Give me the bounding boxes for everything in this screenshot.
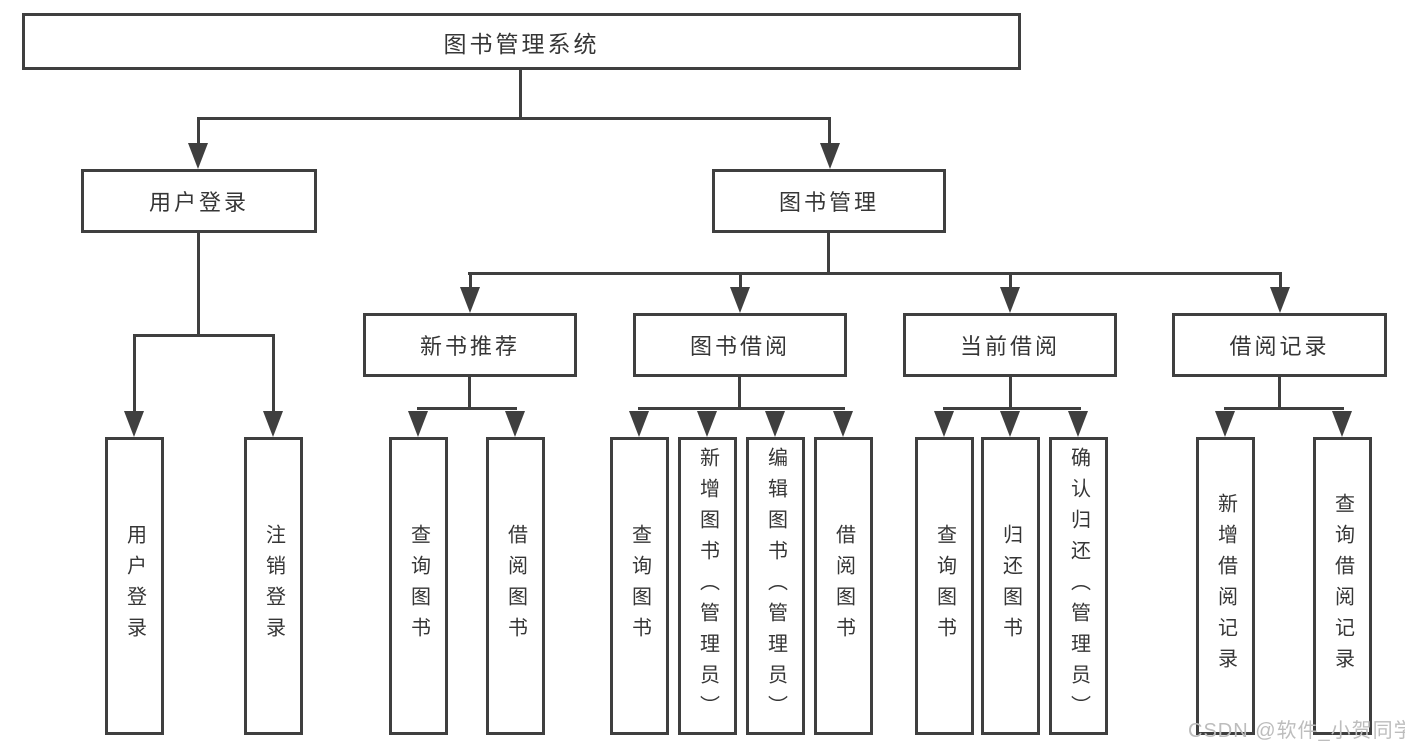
node-label: 查询图书 [933, 524, 956, 648]
connector-vline [738, 377, 741, 409]
connector-vline [1009, 377, 1012, 409]
leaf-recommend-query-books: 查询图书 [389, 437, 448, 735]
node-label: 当前借阅 [959, 334, 1060, 359]
arrow-down-icon [1000, 287, 1020, 313]
connector-vline [1278, 377, 1281, 409]
connector-vline [133, 334, 136, 412]
connector-vline [468, 377, 471, 409]
node-label: 编辑图书（管理员） [764, 446, 787, 726]
node-label: 借阅图书 [504, 524, 527, 648]
node-label: 图书管理系统 [443, 30, 600, 57]
arrow-down-icon [1332, 411, 1352, 437]
leaf-add-borrow-record: 新增借阅记录 [1196, 437, 1255, 735]
node-label: 查询图书 [628, 524, 651, 648]
node-label: 新增借阅记录 [1214, 493, 1237, 679]
leaf-logout: 注销登录 [244, 437, 303, 735]
arrow-down-icon [629, 411, 649, 437]
node-borrow-records: 借阅记录 [1172, 313, 1387, 377]
node-label: 归还图书 [999, 524, 1022, 648]
node-label: 借阅记录 [1229, 334, 1330, 359]
arrow-down-icon [730, 287, 750, 313]
leaf-user-login: 用户登录 [105, 437, 164, 735]
connector-hline [468, 272, 1281, 275]
connector-vline [828, 117, 831, 147]
connector-vline [1279, 272, 1282, 290]
leaf-query-borrow-record: 查询借阅记录 [1313, 437, 1372, 735]
node-label: 借阅图书 [832, 524, 855, 648]
csdn-watermark: CSDN @软件_小贺同学 [1188, 720, 1405, 742]
arrow-down-icon [697, 411, 717, 437]
arrow-down-icon [833, 411, 853, 437]
connector-vline [827, 233, 830, 274]
leaf-add-books-admin: 新增图书（管理员） [678, 437, 737, 735]
arrow-down-icon [124, 411, 144, 437]
connector-vline [469, 272, 472, 290]
leaf-current-query-books: 查询图书 [915, 437, 974, 735]
connector-vline [739, 272, 742, 290]
arrow-down-icon [188, 143, 208, 169]
node-book-management: 图书管理 [712, 169, 946, 233]
arrow-down-icon [1068, 411, 1088, 437]
node-label: 用户登录 [123, 524, 146, 648]
connector-hline [417, 407, 517, 410]
arrow-down-icon [765, 411, 785, 437]
leaf-return-books: 归还图书 [981, 437, 1040, 735]
connector-hline [1224, 407, 1344, 410]
leaf-confirm-return-admin: 确认归还（管理员） [1049, 437, 1108, 735]
node-label: 图书管理 [778, 190, 879, 215]
node-library-system: 图书管理系统 [22, 13, 1021, 70]
arrow-down-icon [1270, 287, 1290, 313]
node-label: 图书借阅 [689, 334, 790, 359]
node-current-borrow: 当前借阅 [903, 313, 1117, 377]
connector-hline [197, 117, 831, 120]
arrow-down-icon [408, 411, 428, 437]
connector-hline [943, 407, 1081, 410]
node-new-book-recommend: 新书推荐 [363, 313, 577, 377]
connector-vline [197, 233, 200, 336]
connector-hline [638, 407, 845, 410]
arrow-down-icon [505, 411, 525, 437]
connector-hline [133, 334, 274, 337]
leaf-edit-books-admin: 编辑图书（管理员） [746, 437, 805, 735]
leaf-recommend-borrow-books: 借阅图书 [486, 437, 545, 735]
node-user-login: 用户登录 [81, 169, 317, 233]
arrow-down-icon [820, 143, 840, 169]
node-label: 新书推荐 [419, 334, 520, 359]
leaf-borrow-books: 借阅图书 [814, 437, 873, 735]
connector-vline [272, 334, 275, 412]
connector-vline [519, 70, 522, 117]
arrow-down-icon [1215, 411, 1235, 437]
node-label: 用户登录 [148, 190, 249, 215]
leaf-borrow-query-books: 查询图书 [610, 437, 669, 735]
node-book-borrow: 图书借阅 [633, 313, 847, 377]
connector-vline [1009, 272, 1012, 290]
node-label: 查询图书 [407, 524, 430, 648]
arrow-down-icon [934, 411, 954, 437]
connector-vline [197, 117, 200, 147]
arrow-down-icon [460, 287, 480, 313]
node-label: 查询借阅记录 [1331, 493, 1354, 679]
node-label: 注销登录 [262, 524, 285, 648]
node-label: 新增图书（管理员） [696, 446, 719, 726]
arrow-down-icon [1000, 411, 1020, 437]
node-label: 确认归还（管理员） [1067, 446, 1090, 726]
arrow-down-icon [263, 411, 283, 437]
